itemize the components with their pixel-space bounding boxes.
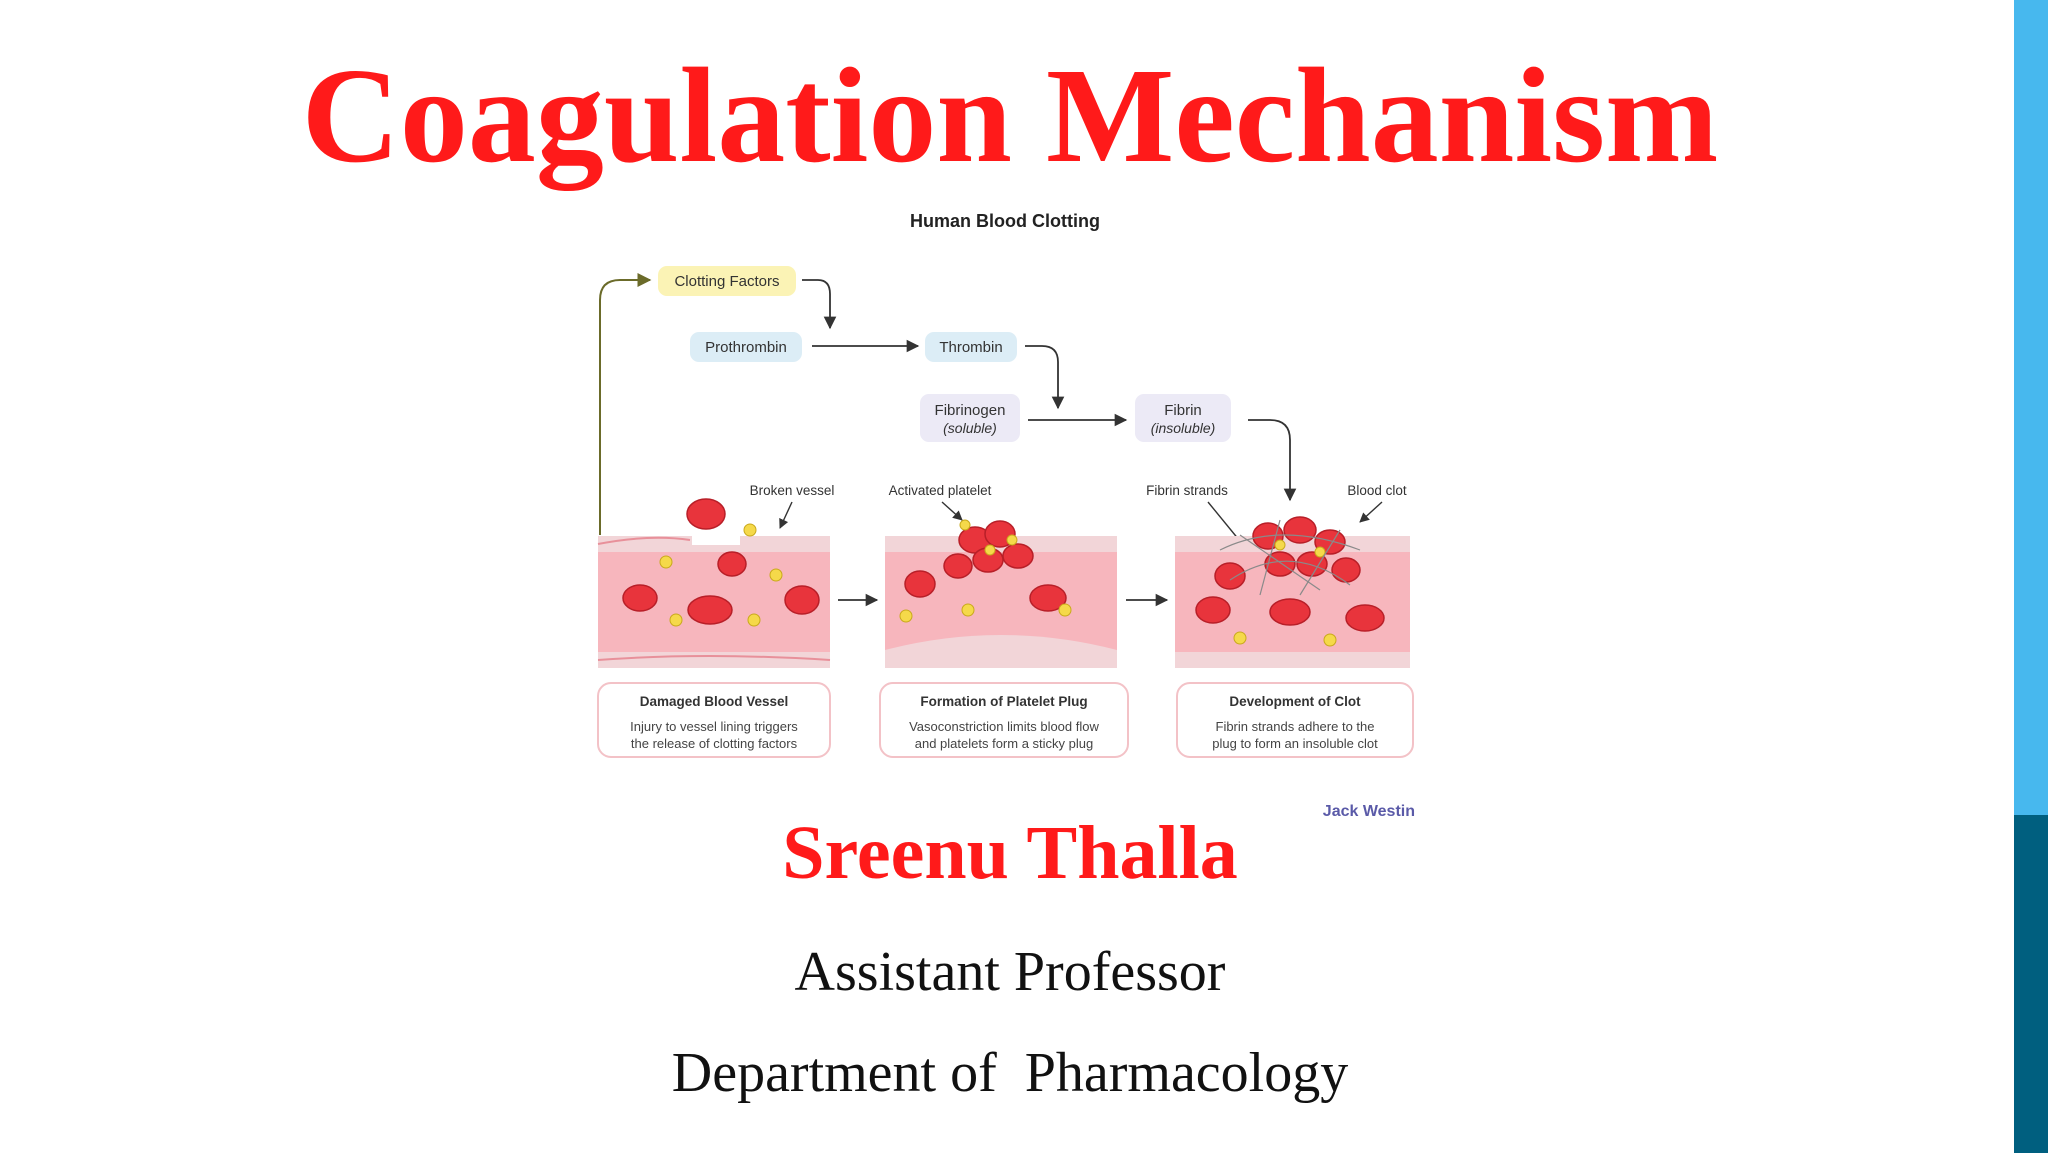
broken-vessel-label: Broken vessel xyxy=(750,483,835,498)
activated-platelet-pointer xyxy=(941,501,963,521)
clotting-factors-label: Clotting Factors xyxy=(674,273,779,290)
prothrombin-label: Prothrombin xyxy=(705,339,787,356)
stage-card-2: Formation of Platelet Plug Vasoconstrict… xyxy=(879,682,1129,758)
stage-card-1: Damaged Blood Vessel Injury to vessel li… xyxy=(597,682,831,758)
stage-2-line1: Vasoconstriction limits blood flow xyxy=(909,719,1099,734)
author-department: Department of Pharmacology xyxy=(671,1042,1349,1104)
fibrin-note: (insoluble) xyxy=(1151,420,1216,436)
fibrinogen-note: (soluble) xyxy=(943,420,997,436)
fibrin-strand-lines xyxy=(1219,519,1361,596)
activated-platelet-label: Activated platelet xyxy=(889,483,992,498)
slide-title: Coagulation Mechanism xyxy=(301,41,1719,191)
stage-2-line2: and platelets form a sticky plug xyxy=(915,736,1093,751)
stage-3-heading: Development of Clot xyxy=(1229,694,1361,709)
author-name: Sreenu Thalla xyxy=(782,811,1238,895)
feedback-arrow xyxy=(599,273,652,535)
blood-clot-pointer xyxy=(1359,501,1383,523)
prothrombin-node xyxy=(690,332,802,362)
stage-1-line2: the release of clotting factors xyxy=(631,736,798,751)
thrombin-label: Thrombin xyxy=(939,339,1002,356)
fibrin-node xyxy=(1135,394,1231,442)
fibrin-label: Fibrin xyxy=(1164,402,1202,419)
platelets xyxy=(659,519,1337,647)
thrombin-to-fibrinogen-arrow xyxy=(1025,345,1065,410)
stage-1-line1: Injury to vessel lining triggers xyxy=(630,719,798,734)
broken-vessel-pointer xyxy=(779,501,793,529)
clotting-factors-node xyxy=(658,266,796,296)
blood-clotting-diagram: Human Blood Clotting Clotting Factors Pr… xyxy=(597,211,1415,820)
fibrinogen-node xyxy=(920,394,1020,442)
factors-to-thrombin-arrow xyxy=(802,279,837,330)
thrombin-node xyxy=(925,332,1017,362)
diagram-title: Human Blood Clotting xyxy=(910,211,1100,231)
fibrinogen-label: Fibrinogen xyxy=(935,402,1006,419)
fibrin-strands-label: Fibrin strands xyxy=(1146,483,1228,498)
author-role: Assistant Professor xyxy=(794,941,1226,1003)
stage-3-line2: plug to form an insoluble clot xyxy=(1212,736,1378,751)
blood-clot-label: Blood clot xyxy=(1347,483,1407,498)
stage-2-heading: Formation of Platelet Plug xyxy=(920,694,1087,709)
fibrin-to-clot-arrow xyxy=(1248,419,1297,502)
stage-card-3: Development of Clot Fibrin strands adher… xyxy=(1176,682,1414,758)
diagram-credit: Jack Westin xyxy=(1323,803,1415,820)
stage-3-line1: Fibrin strands adhere to the xyxy=(1216,719,1375,734)
accent-bar-bottom xyxy=(2014,815,2048,1153)
accent-bar-top xyxy=(2014,0,2048,815)
stage-1-heading: Damaged Blood Vessel xyxy=(640,694,789,709)
